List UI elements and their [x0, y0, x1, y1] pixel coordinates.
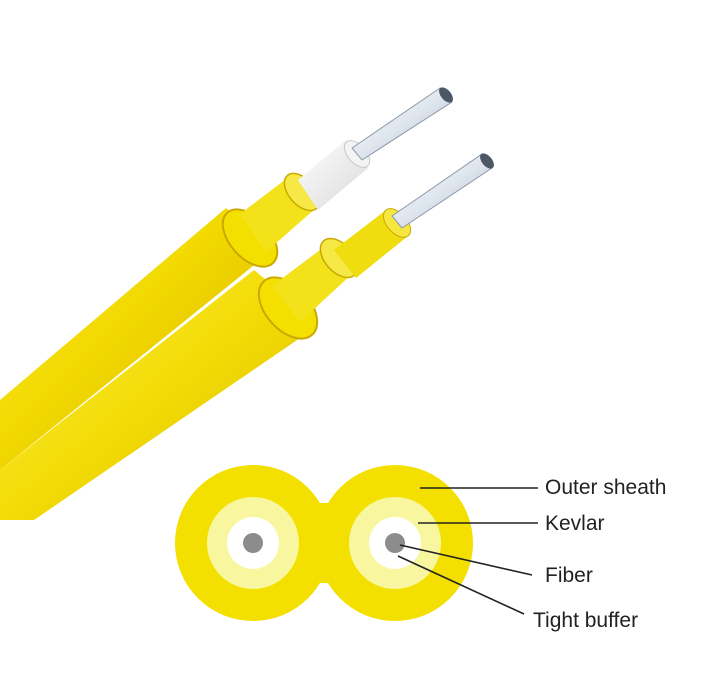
fiber-label: Fiber [545, 564, 593, 587]
tight-buffer-label: Tight buffer [533, 609, 638, 632]
right-fiber [385, 533, 405, 553]
leader-lines [397, 487, 538, 615]
outer-sheath-label: Outer sheath [545, 476, 666, 499]
cable-illustration [0, 87, 494, 520]
left-fiber [243, 533, 263, 553]
labels: Outer sheath Kevlar Fiber Tight buffer [533, 476, 666, 632]
upper-outer-jacket [0, 208, 258, 470]
fiber-leader [399, 544, 533, 576]
cross-section [175, 465, 473, 621]
upper-fiber [351, 87, 453, 161]
lower-outer-jacket [0, 270, 300, 520]
tight-buffer-leader [397, 555, 525, 615]
kevlar-label: Kevlar [545, 512, 605, 535]
lower-fiber [391, 153, 493, 229]
